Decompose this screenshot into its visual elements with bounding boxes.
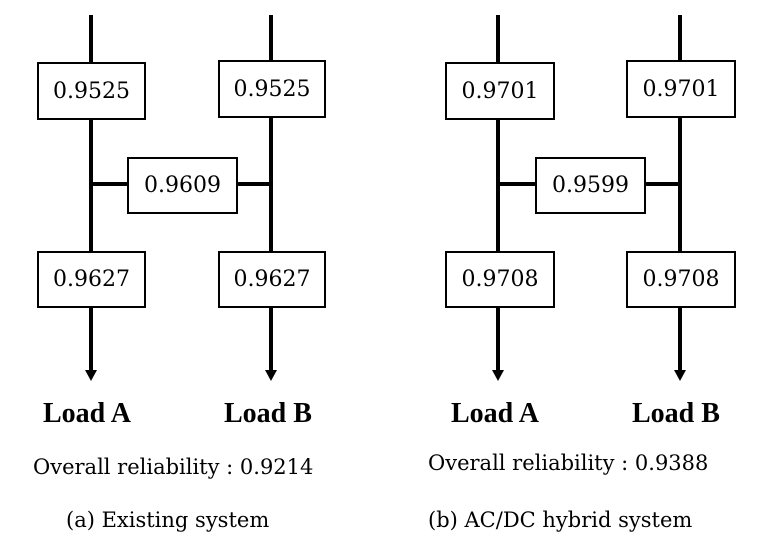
diagram-caption: (b) AC/DC hybrid system — [428, 508, 693, 532]
load-a-label: Load A — [451, 398, 539, 429]
feeder-b-top-box: 0.9525 — [218, 60, 326, 118]
load-b-label: Load B — [224, 398, 312, 429]
feeder-b-bottom-box: 0.9627 — [218, 251, 326, 308]
overall-reliability: Overall reliability : 0.9388 — [428, 451, 709, 475]
tie-box: 0.9609 — [127, 157, 238, 214]
feeder-a-top-box: 0.9525 — [37, 62, 146, 120]
load-b-label: Load B — [632, 398, 720, 429]
load-a-label: Load A — [43, 398, 131, 429]
overall-reliability: Overall reliability : 0.9214 — [33, 455, 314, 479]
feeder-b-bottom-box: 0.9708 — [626, 251, 736, 308]
feeder-a-top-box: 0.9701 — [445, 62, 555, 120]
diagram-caption: (a) Existing system — [66, 508, 270, 532]
feeder-a-bottom-box: 0.9708 — [445, 251, 555, 308]
load-b-arrowhead — [265, 370, 277, 381]
load-a-arrowhead — [85, 370, 97, 381]
feeder-b-top-box: 0.9701 — [626, 60, 736, 118]
tie-box: 0.9599 — [535, 157, 646, 214]
load-a-arrowhead — [492, 370, 504, 381]
feeder-a-bottom-box: 0.9627 — [37, 251, 146, 308]
load-b-arrowhead — [674, 370, 686, 381]
